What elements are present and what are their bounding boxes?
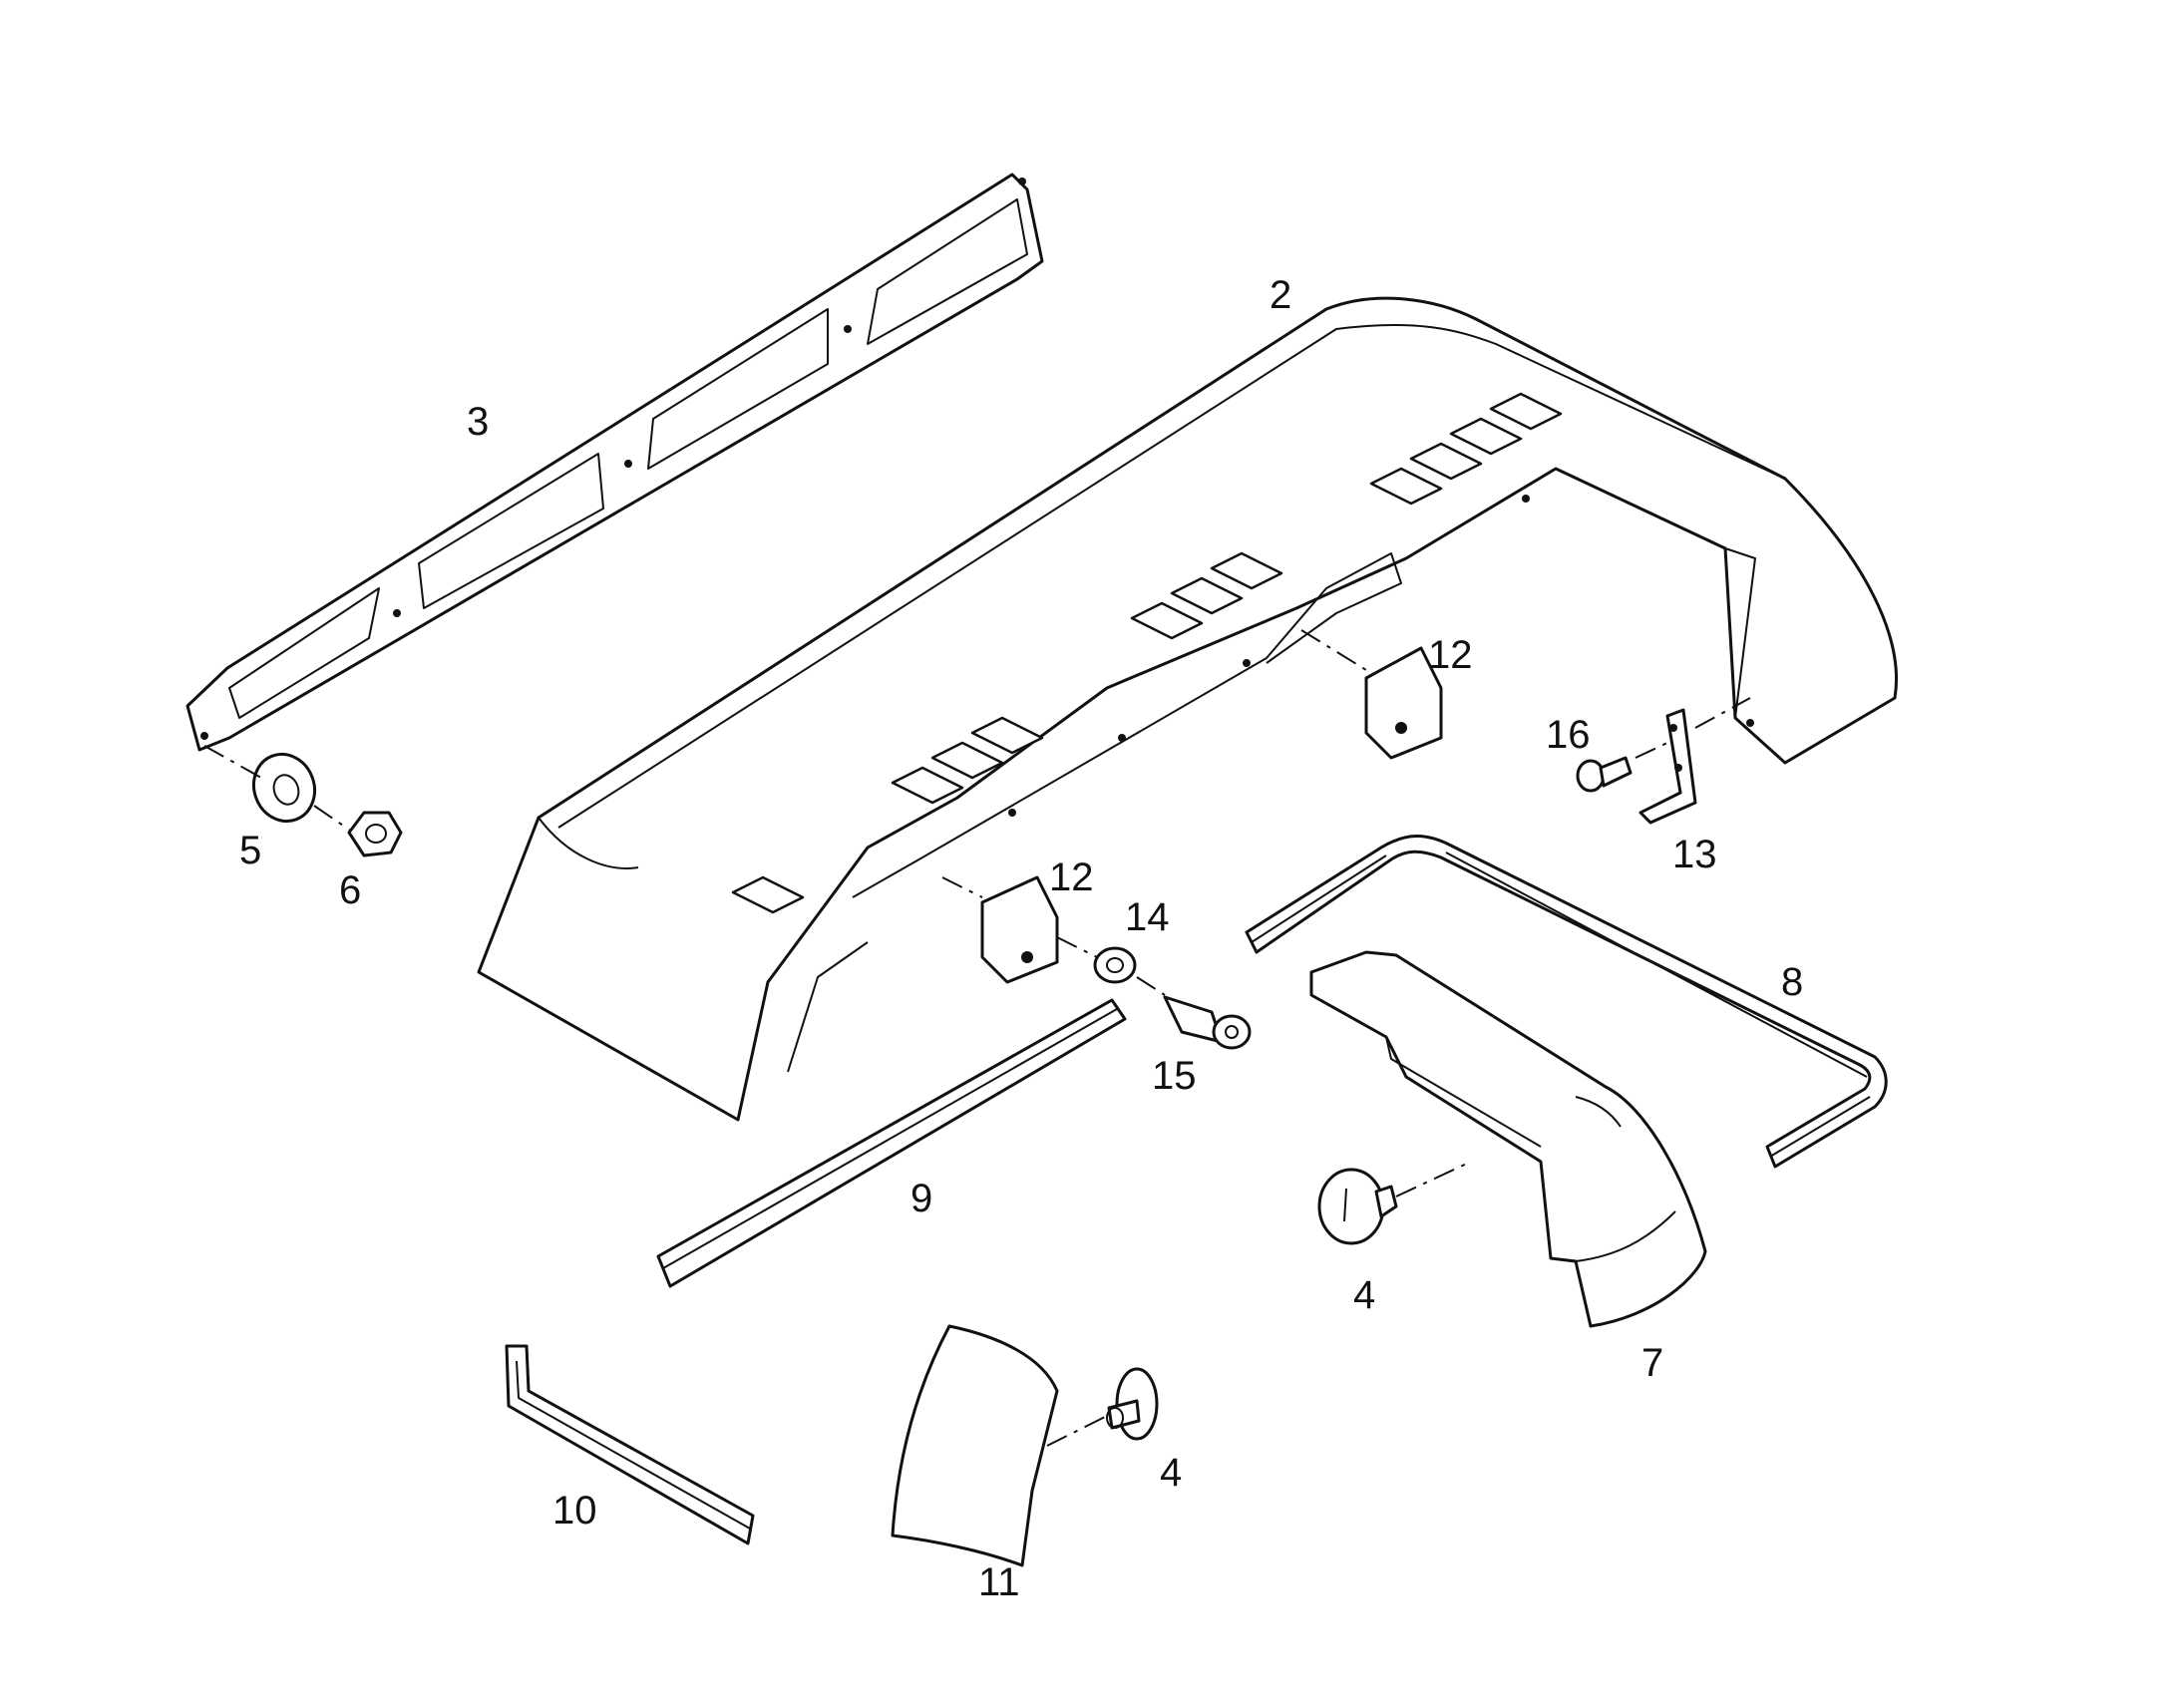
callout-11: 11 xyxy=(978,1560,1020,1604)
callout-3: 3 xyxy=(467,400,489,444)
part-3-gasket xyxy=(185,172,1044,752)
part-8-seal xyxy=(1245,835,1888,1169)
part-6-nut xyxy=(347,811,403,857)
part-14-washer xyxy=(1093,946,1137,984)
part-4-rivet-lower xyxy=(1106,1367,1159,1441)
callout-13: 13 xyxy=(1672,833,1717,876)
part-9-seal xyxy=(656,998,1127,1288)
callout-6: 6 xyxy=(339,868,361,912)
part-2-cover xyxy=(477,296,1898,1122)
callout-9: 9 xyxy=(910,1177,932,1220)
leader-12-upper xyxy=(1300,629,1367,671)
part-13-angle-bracket xyxy=(1638,708,1697,825)
part-4-rivet-upper xyxy=(1317,1168,1398,1245)
callout-2: 2 xyxy=(1270,273,1291,317)
leader-14-15 xyxy=(1056,936,1166,996)
callout-7: 7 xyxy=(1641,1341,1663,1385)
part-7-cap xyxy=(1309,950,1707,1328)
callout-4-upper: 4 xyxy=(1353,1273,1375,1317)
leader-3-5-6 xyxy=(203,745,350,831)
part-16-screw xyxy=(1576,756,1633,793)
part-11-cap xyxy=(891,1324,1059,1567)
leader-4-upper xyxy=(1395,1161,1472,1197)
callout-12-lower: 12 xyxy=(1049,855,1094,899)
leader-16-13 xyxy=(1635,697,1751,759)
part-15-screw xyxy=(1163,995,1252,1050)
part-5-washer xyxy=(252,752,316,824)
callout-8: 8 xyxy=(1781,960,1803,1004)
callout-5: 5 xyxy=(239,829,261,872)
callout-16: 16 xyxy=(1546,713,1591,757)
part-12-bracket-upper xyxy=(1364,646,1443,760)
leader-12-lower xyxy=(941,876,983,898)
vent-slots xyxy=(731,392,1563,914)
part-10-seal xyxy=(505,1344,755,1545)
callout-12-upper: 12 xyxy=(1428,633,1473,677)
part-12-bracket-lower xyxy=(980,875,1059,984)
callout-10: 10 xyxy=(552,1489,597,1533)
callout-14: 14 xyxy=(1125,895,1170,939)
leader-4-lower xyxy=(1046,1415,1108,1447)
callout-4-lower: 4 xyxy=(1160,1451,1182,1495)
callout-15: 15 xyxy=(1152,1054,1197,1098)
